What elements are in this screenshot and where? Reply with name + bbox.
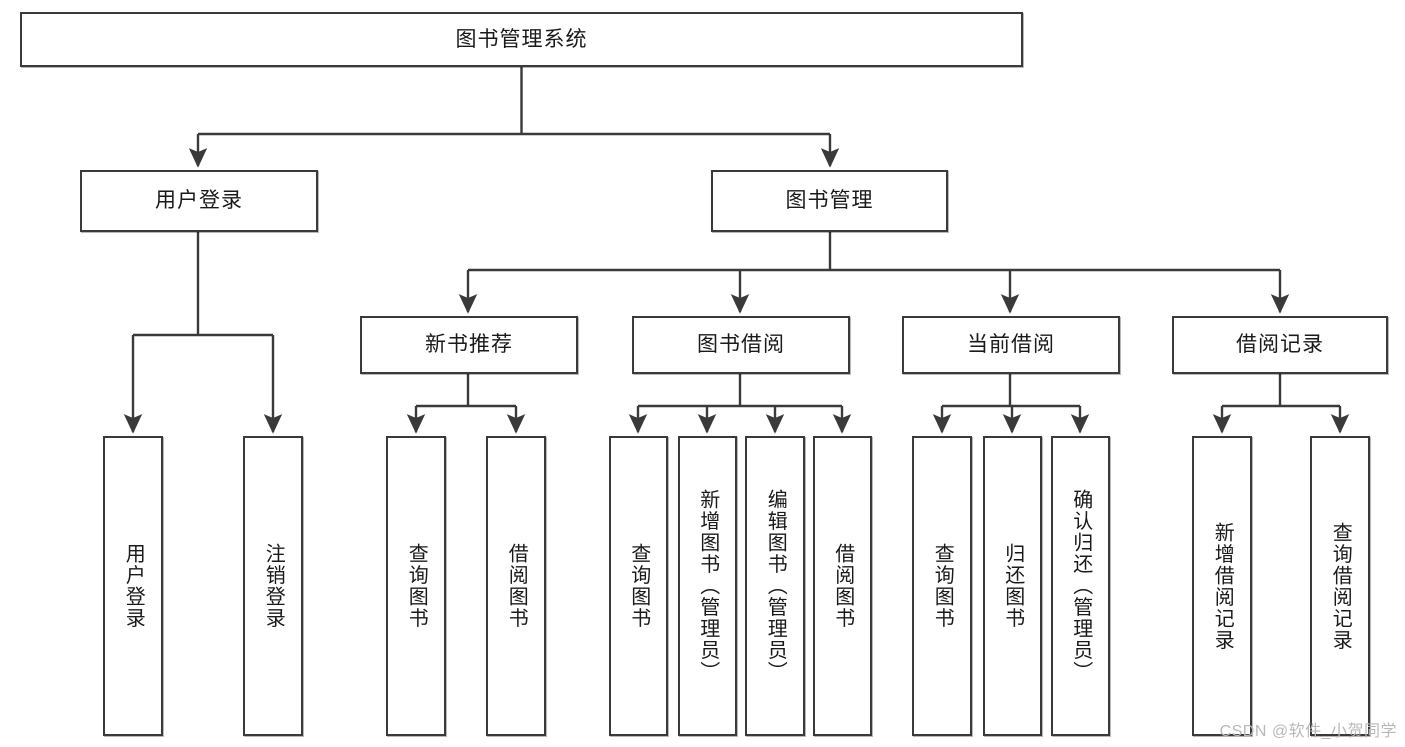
node-leaf-borrow-book-recommend[interactable]: 借阅图书 [486,436,546,736]
node-leaf-add-book-admin[interactable]: 新增图书（管理员） [678,436,737,736]
node-leaf-user-login[interactable]: 用户登录 [103,436,163,736]
node-label: 查询图书 [405,543,428,629]
node-leaf-edit-book-admin[interactable]: 编辑图书（管理员） [745,436,805,736]
node-label: 编辑图书（管理员） [764,489,787,683]
node-leaf-query-book-recommend[interactable]: 查询图书 [386,436,446,736]
node-label: 借阅记录 [1236,333,1324,357]
node-leaf-add-borrow-record[interactable]: 新增借阅记录 [1192,436,1252,736]
node-root-book-management-system[interactable]: 图书管理系统 [20,12,1023,67]
node-label: 当前借阅 [967,333,1055,357]
node-label: 新书推荐 [425,333,513,357]
node-label: 借阅图书 [831,543,854,629]
node-label: 归还图书 [1001,543,1024,629]
node-leaf-borrow-book[interactable]: 借阅图书 [813,436,872,736]
node-new-book-recommend[interactable]: 新书推荐 [360,316,578,374]
watermark: CSDN @软件_小贺同学 [1219,723,1397,740]
node-label: 新增图书（管理员） [696,489,719,683]
node-label: 查询图书 [627,543,650,629]
node-leaf-query-borrow-record[interactable]: 查询借阅记录 [1310,436,1370,736]
node-leaf-confirm-return-admin[interactable]: 确认归还（管理员） [1051,436,1110,736]
node-label: 借阅图书 [505,543,528,629]
node-leaf-user-logout[interactable]: 注销登录 [243,436,303,736]
node-label: 图书管理系统 [455,27,588,51]
node-leaf-query-book-current[interactable]: 查询图书 [912,436,972,736]
node-borrow-record[interactable]: 借阅记录 [1172,316,1388,374]
node-label: 新增借阅记录 [1211,521,1234,651]
node-label: 图书管理 [785,189,874,213]
node-label: 用户登录 [155,189,243,213]
node-label: 注销登录 [262,543,285,629]
node-leaf-query-book-borrow[interactable]: 查询图书 [609,436,668,736]
node-user-login[interactable]: 用户登录 [80,170,318,232]
node-book-management[interactable]: 图书管理 [711,170,948,232]
node-book-borrow[interactable]: 图书借阅 [632,316,850,374]
node-label: 用户登录 [122,543,145,629]
node-label: 查询借阅记录 [1329,521,1352,651]
node-current-borrow[interactable]: 当前借阅 [902,316,1120,374]
node-label: 确认归还（管理员） [1069,489,1092,683]
node-label: 查询图书 [931,543,954,629]
node-label: 图书借阅 [697,333,785,357]
node-leaf-return-book[interactable]: 归还图书 [983,436,1042,736]
